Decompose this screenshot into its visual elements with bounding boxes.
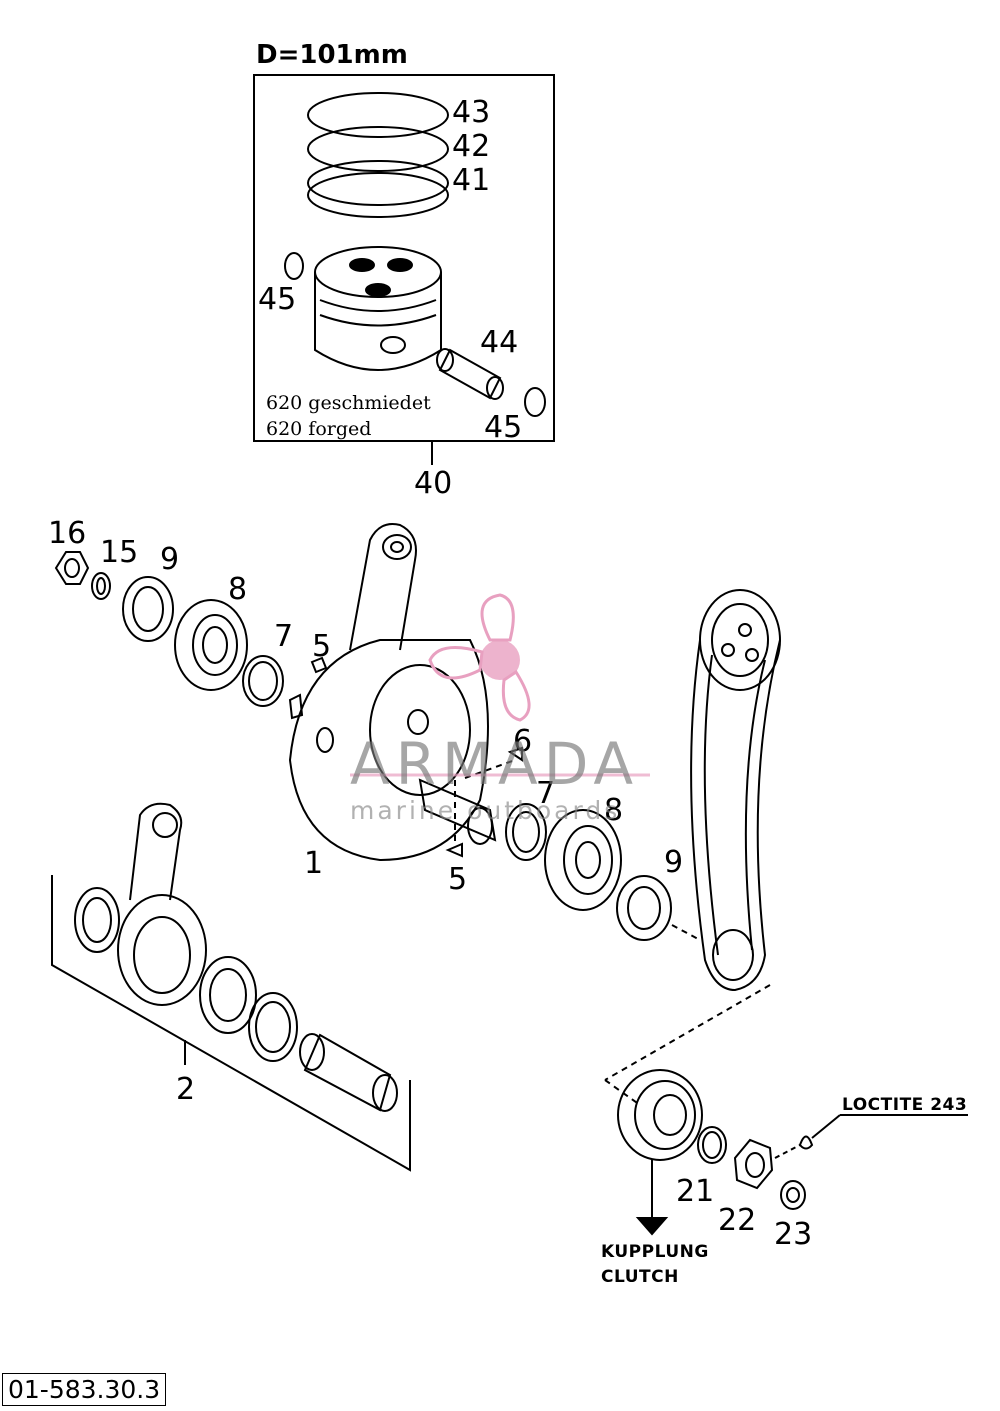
watermark-logo	[350, 593, 650, 777]
label-41: 41	[452, 163, 491, 198]
label-40: 40	[414, 466, 453, 501]
label-44: 44	[480, 325, 519, 360]
piston-rings	[307, 92, 449, 218]
label-6: 6	[513, 724, 533, 759]
timing-chain	[690, 589, 781, 992]
label-5-bottom: 5	[448, 862, 468, 897]
clutch-label: CLUTCH	[601, 1267, 679, 1287]
label-45-top: 45	[258, 282, 297, 317]
label-16: 16	[48, 516, 87, 551]
watermark-subtitle: marine outboards	[350, 796, 621, 825]
label-15: 15	[100, 535, 139, 570]
label-2: 2	[176, 1072, 196, 1107]
label-45-bottom: 45	[484, 410, 523, 445]
label-8-left: 8	[228, 572, 248, 607]
circlip-45-top	[284, 252, 304, 280]
kupplung-label: KUPPLUNG	[601, 1242, 709, 1262]
primary-gear-parts	[617, 1069, 968, 1236]
label-23: 23	[774, 1217, 813, 1252]
crankshaft	[288, 523, 523, 862]
label-7-left: 7	[274, 619, 294, 654]
piston-note-de: 620 geschmiedet	[266, 392, 431, 414]
loctite-callout: LOCTITE 243	[842, 1095, 968, 1115]
connecting-rod-assembly	[51, 802, 411, 1172]
label-8-right: 8	[604, 793, 624, 828]
label-22: 22	[718, 1203, 757, 1238]
piston-note-en: 620 forged	[266, 418, 372, 440]
gear-connection-lines	[604, 984, 771, 1106]
left-shaft-parts	[54, 551, 328, 707]
diagram-code: 01-583.30.3	[2, 1373, 167, 1406]
piston-pin	[436, 348, 504, 400]
label-1: 1	[304, 846, 324, 881]
right-shaft-parts	[505, 803, 701, 941]
diameter-title: D=101mm	[256, 40, 408, 70]
label-9-right: 9	[664, 845, 684, 880]
label-43: 43	[452, 95, 491, 130]
label-9-left: 9	[160, 542, 180, 577]
label-21: 21	[676, 1174, 715, 1209]
circlip-45-bottom	[524, 387, 546, 417]
piston-kit-box	[253, 74, 555, 442]
label-7-right: 7	[536, 776, 556, 811]
label-42: 42	[452, 129, 491, 164]
piston	[314, 246, 442, 371]
watermark-name: ARMADA	[350, 730, 640, 798]
label-5-top: 5	[312, 629, 332, 664]
